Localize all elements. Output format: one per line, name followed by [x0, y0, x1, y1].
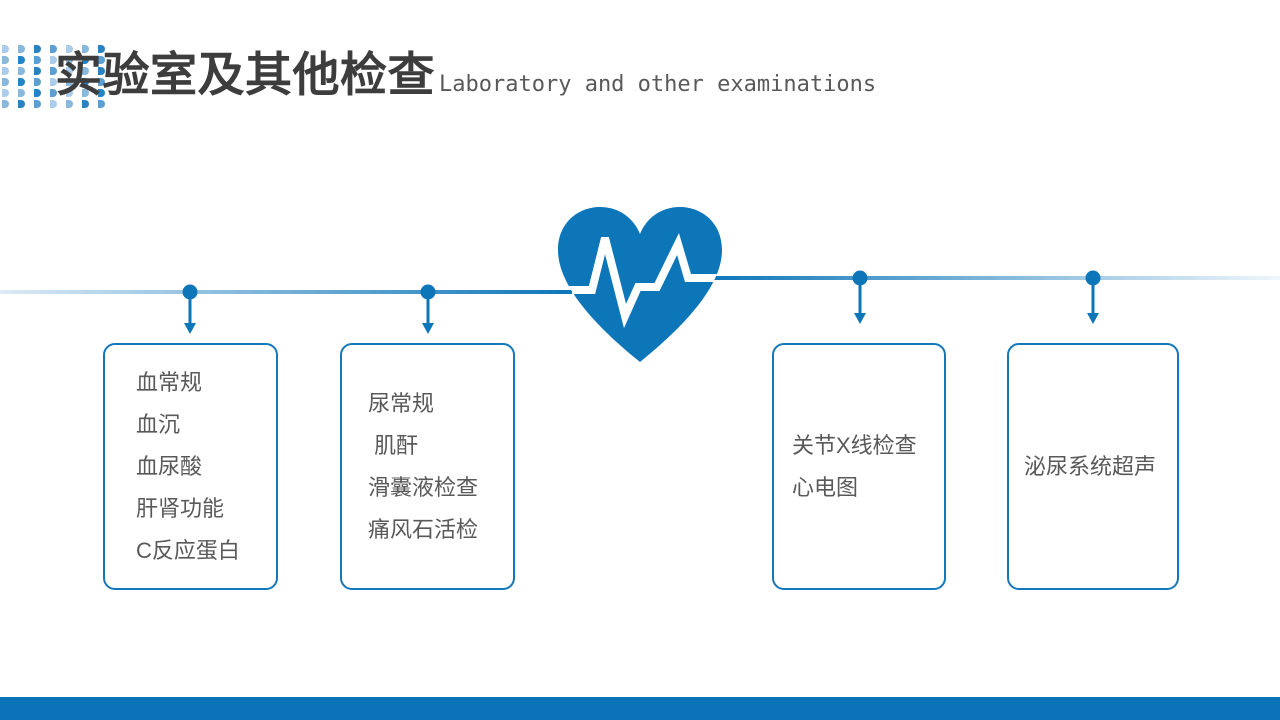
dot — [18, 67, 25, 75]
dot — [34, 89, 41, 97]
dot — [50, 100, 57, 108]
exam-item-label: 肝肾功能 — [136, 495, 225, 521]
dot — [82, 78, 89, 86]
dot — [34, 78, 41, 86]
timeline-right-line — [708, 276, 1280, 280]
heart-ecg-icon — [554, 204, 726, 364]
exam-item-label: 肌酐 — [368, 432, 419, 458]
exam-item-label: 血沉 — [136, 411, 181, 437]
dot — [2, 89, 9, 97]
page-subtitle: Laboratory and other examinations — [439, 72, 877, 97]
dot — [34, 67, 41, 75]
exam-item-label: C反应蛋白 — [136, 537, 240, 563]
title-block: 实验室及其他检查 Laboratory and other examinatio… — [55, 48, 877, 101]
dot — [2, 78, 9, 86]
dot — [34, 45, 41, 53]
dot — [18, 100, 25, 108]
connector-arrow-2 — [420, 284, 436, 334]
dot — [82, 56, 89, 64]
exam-box-imaging-tests: 关节X线检查心电图 — [772, 343, 946, 590]
page-title: 实验室及其他检查 — [55, 48, 435, 101]
dot — [50, 89, 57, 97]
dot — [34, 100, 41, 108]
exam-item-label: 尿常规 — [368, 390, 435, 416]
bottom-accent-bar — [0, 697, 1280, 720]
dot — [66, 56, 73, 64]
dot — [50, 56, 57, 64]
dot — [98, 45, 105, 53]
dot — [18, 45, 25, 53]
dot — [18, 78, 25, 86]
dot — [98, 89, 105, 97]
dot — [2, 100, 9, 108]
connector-arrow-4 — [1085, 270, 1101, 324]
dot — [98, 67, 105, 75]
dot — [18, 56, 25, 64]
exam-item-label: 心电图 — [792, 474, 859, 500]
connector-arrow-1 — [182, 284, 198, 334]
dot — [50, 45, 57, 53]
dot — [82, 89, 89, 97]
dot — [66, 45, 73, 53]
connector-arrow-3 — [852, 270, 868, 324]
dot — [66, 67, 73, 75]
exam-box-urine-tests: 尿常规 肌酐滑囊液检查痛风石活检 — [340, 343, 515, 590]
dot — [98, 56, 105, 64]
dot — [50, 78, 57, 86]
exam-item-label: 关节X线检查 — [792, 432, 917, 458]
exam-item-label: 血常规 — [136, 369, 203, 395]
dot-pattern-decoration — [2, 45, 105, 108]
dot — [98, 78, 105, 86]
dot — [66, 100, 73, 108]
dot — [18, 89, 25, 97]
dot — [50, 67, 57, 75]
dot — [66, 78, 73, 86]
dot — [82, 67, 89, 75]
dot — [66, 89, 73, 97]
dot — [2, 45, 9, 53]
dot — [2, 56, 9, 64]
dot — [98, 100, 105, 108]
timeline-left-line — [0, 290, 572, 294]
dot — [82, 45, 89, 53]
exam-item-label: 滑囊液检查 — [368, 474, 479, 500]
exam-box-blood-tests: 血常规血沉血尿酸肝肾功能 C反应蛋白 — [103, 343, 278, 590]
dot — [34, 56, 41, 64]
exam-item-label: 血尿酸 — [136, 453, 203, 479]
exam-box-ultrasound: 泌尿系统超声 — [1007, 343, 1179, 590]
exam-item-label: 泌尿系统超声 — [1024, 453, 1157, 479]
dot — [2, 67, 9, 75]
dot — [82, 100, 89, 108]
exam-item-label: 痛风石活检 — [368, 516, 479, 542]
